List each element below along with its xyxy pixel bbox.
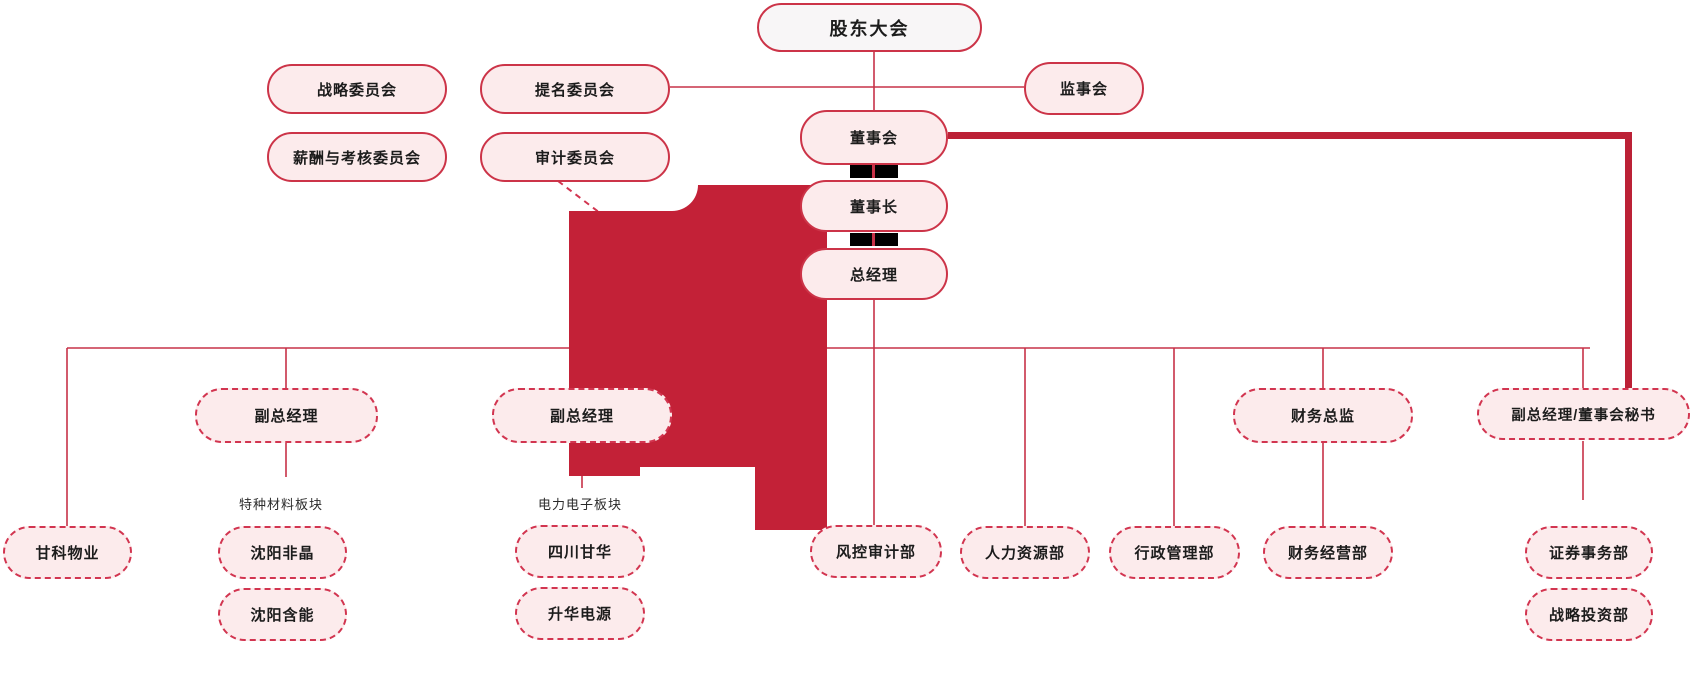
- logo-watermark-shape: [569, 185, 827, 530]
- link-bar-line-chairman-gm: [872, 233, 875, 246]
- dashed-line-audit-to-risk: [557, 180, 601, 214]
- section-label-special-materials: 特种材料板块: [238, 497, 324, 512]
- thin-connectors: [66, 52, 1590, 526]
- thick-line-board-to-secretary: [948, 132, 1632, 390]
- section-label-power-electronics: 电力电子板块: [537, 497, 623, 512]
- link-bar-line-board-chairman: [872, 165, 875, 178]
